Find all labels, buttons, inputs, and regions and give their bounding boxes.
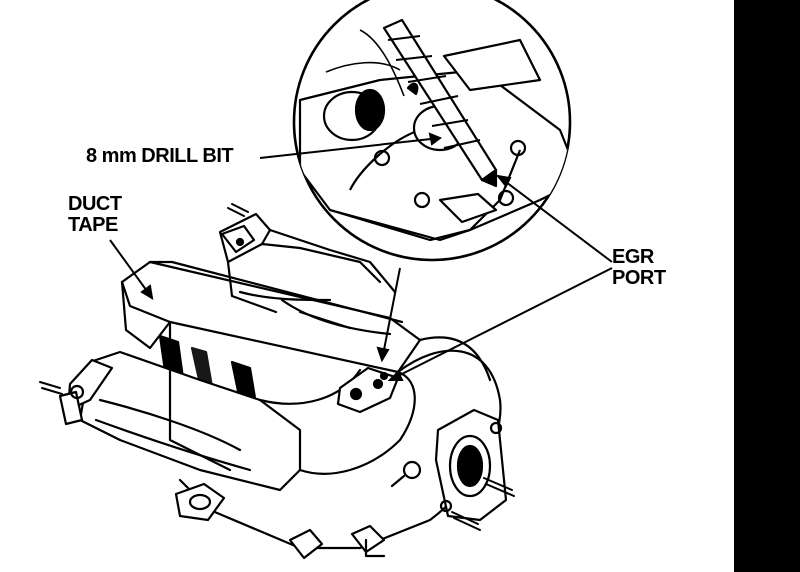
drill-bit-label: 8 mm DRILL BIT: [86, 145, 234, 167]
right-edge-black-bar: [734, 0, 800, 572]
plenum-chamber: [120, 260, 422, 374]
egr-port-flange: [336, 366, 400, 414]
drill-bit-label-text: 8 mm DRILL BIT: [86, 145, 234, 167]
duct-tape-label-line2: TAPE: [68, 214, 118, 236]
magnifier-link-arrow: [381, 267, 401, 361]
duct-tape-label: DUCT TAPE: [68, 194, 122, 236]
duct-tape-label-line1: DUCT: [68, 193, 122, 215]
egr-port-leader-detail: [497, 175, 613, 263]
detail-magnifier: [292, 0, 572, 262]
leader-lines: [109, 132, 613, 381]
egr-port-label-line2: PORT: [612, 267, 666, 289]
egr-port-leader-main: [389, 267, 613, 381]
lower-runner-tube: [78, 350, 302, 492]
duct-tape-leader: [109, 239, 153, 299]
drill-bit-leader: [259, 137, 441, 159]
egr-port-label-line1: EGR: [612, 246, 654, 268]
egr-port-label: EGR PORT: [612, 247, 666, 289]
intake-manifold: [39, 203, 515, 560]
